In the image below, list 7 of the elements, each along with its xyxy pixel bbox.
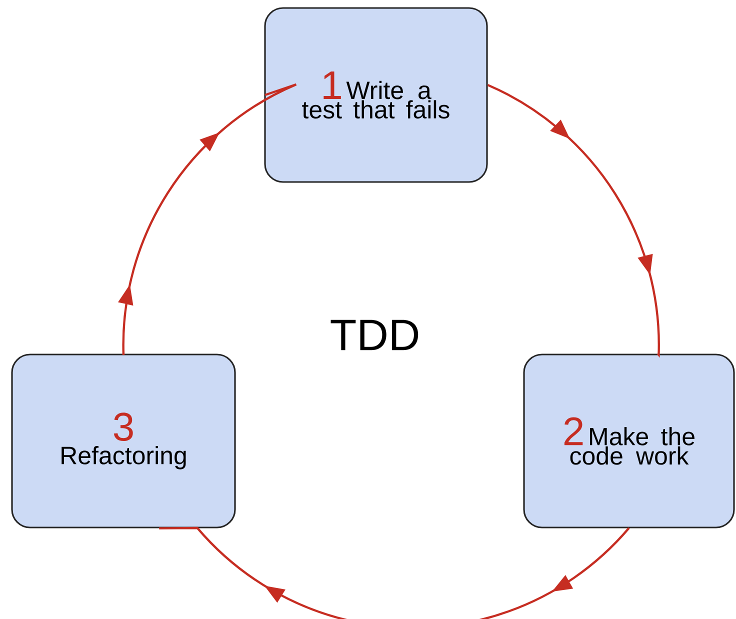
arrow xyxy=(487,84,660,356)
arrow xyxy=(118,83,298,356)
title-text: TDD xyxy=(330,320,418,350)
step-box: 2 Make the code work xyxy=(523,354,735,528)
step-box: 3 Refactoring xyxy=(11,354,236,528)
arrow xyxy=(159,526,630,619)
step-box: 1 Write a test that fails xyxy=(264,7,488,183)
